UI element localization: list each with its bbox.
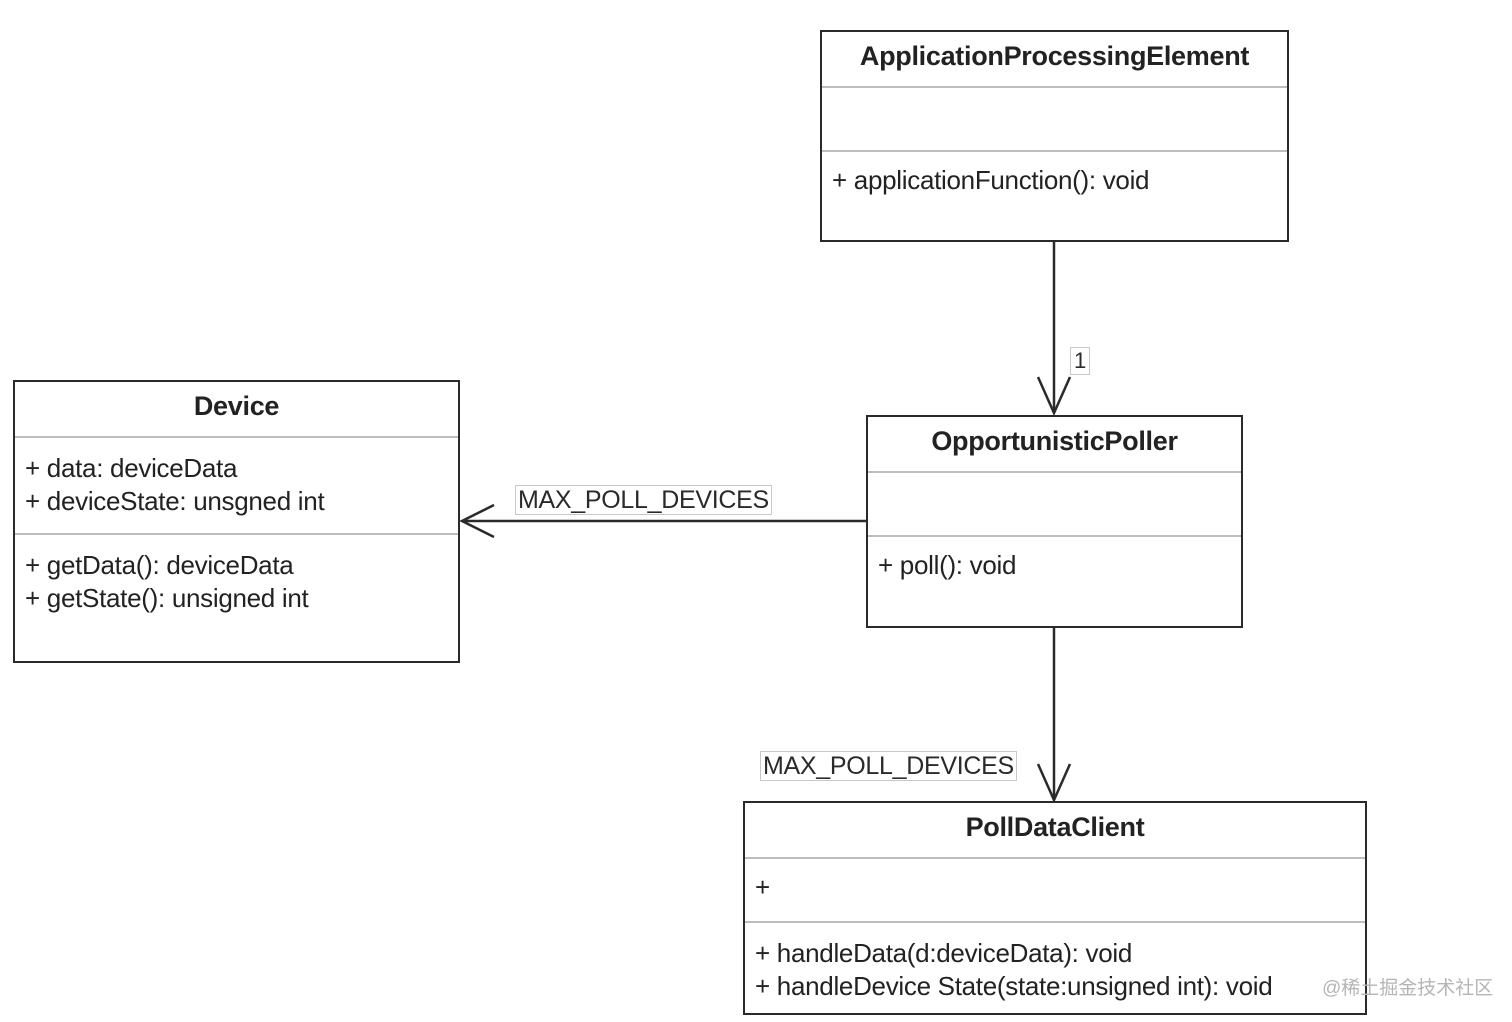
class-device[interactable]: Device + data: deviceData + deviceState:… bbox=[13, 380, 460, 663]
class-name: OpportunisticPoller bbox=[868, 417, 1241, 473]
operation-application-function: + applicationFunction(): void bbox=[832, 165, 1150, 195]
class-poll-data-client[interactable]: PollDataClient + + handleData(d:deviceDa… bbox=[743, 801, 1367, 1015]
attributes-compartment: + bbox=[745, 859, 1365, 923]
class-opportunistic-poller[interactable]: OpportunisticPoller + poll(): void bbox=[866, 415, 1243, 628]
operation-handle-device-state: + handleDevice State(state:unsigned int)… bbox=[755, 971, 1273, 1001]
operation-get-data: + getData(): deviceData bbox=[25, 550, 294, 580]
attribute-device-state: + deviceState: unsgned int bbox=[25, 486, 325, 516]
attribute-data: + data: deviceData bbox=[25, 453, 238, 483]
class-name: PollDataClient bbox=[745, 803, 1365, 859]
operation-get-state: + getState(): unsigned int bbox=[25, 583, 309, 613]
class-name: ApplicationProcessingElement bbox=[822, 32, 1287, 88]
arrowhead-open-poller bbox=[1036, 376, 1072, 417]
operation-poll: + poll(): void bbox=[878, 550, 1017, 580]
operations-compartment: + applicationFunction(): void bbox=[822, 152, 1287, 197]
arrowhead-open-device bbox=[459, 503, 495, 539]
operation-handle-data: + handleData(d:deviceData): void bbox=[755, 938, 1133, 968]
operations-compartment: + getData(): deviceData + getState(): un… bbox=[15, 535, 458, 615]
multiplicity-label-client: MAX_POLL_DEVICES bbox=[760, 751, 1017, 781]
watermark: @稀土掘金技术社区 bbox=[1322, 978, 1494, 999]
class-application-processing-element[interactable]: ApplicationProcessingElement + applicati… bbox=[820, 30, 1289, 242]
attributes-compartment bbox=[868, 473, 1241, 537]
multiplicity-label-one: 1 bbox=[1070, 347, 1090, 375]
attributes-compartment bbox=[822, 88, 1287, 152]
attributes-compartment: + data: deviceData + deviceState: unsgne… bbox=[15, 438, 458, 535]
operations-compartment: + handleData(d:deviceData): void + handl… bbox=[745, 923, 1365, 1003]
operations-compartment: + poll(): void bbox=[868, 537, 1241, 582]
attribute-placeholder: + bbox=[755, 872, 770, 902]
arrowhead-open-client bbox=[1036, 763, 1072, 804]
multiplicity-label-device: MAX_POLL_DEVICES bbox=[515, 485, 772, 515]
class-name: Device bbox=[15, 382, 458, 438]
